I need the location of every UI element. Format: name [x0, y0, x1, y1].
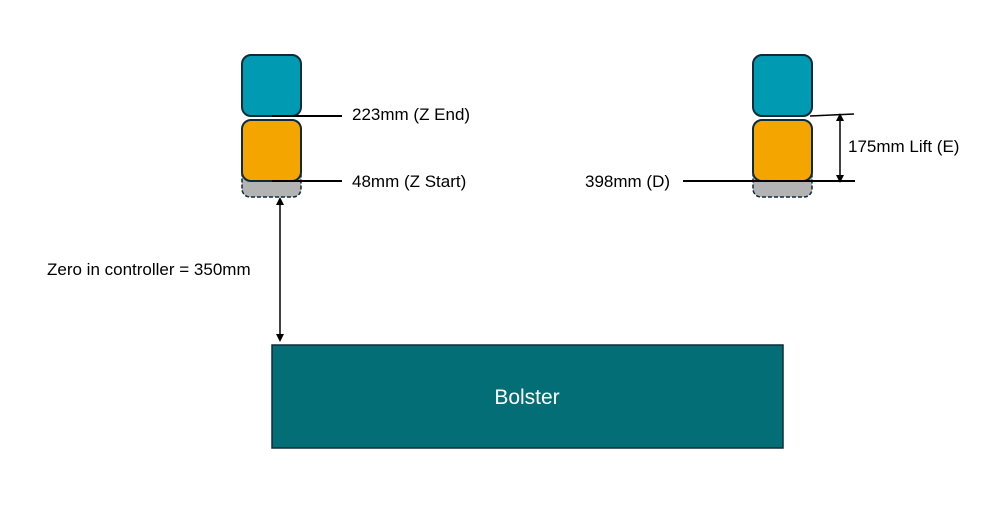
bolster — [271, 344, 784, 449]
left-teal-block — [241, 54, 302, 117]
zero-label: Zero in controller = 350mm — [47, 260, 251, 279]
d-label: 398mm (D) — [585, 172, 670, 191]
lift-top-line — [809, 113, 855, 117]
left-orange-block — [241, 119, 302, 182]
z-start-label: 48mm (Z Start) — [352, 172, 466, 191]
lift-label: 175mm Lift (E) — [848, 137, 959, 156]
right-orange-block — [752, 119, 813, 182]
left-stack — [241, 54, 302, 198]
right-stack — [752, 54, 813, 198]
z-end-label: 223mm (Z End) — [352, 105, 470, 124]
bolster-label: Bolster — [494, 386, 559, 409]
right-teal-block — [752, 54, 813, 117]
